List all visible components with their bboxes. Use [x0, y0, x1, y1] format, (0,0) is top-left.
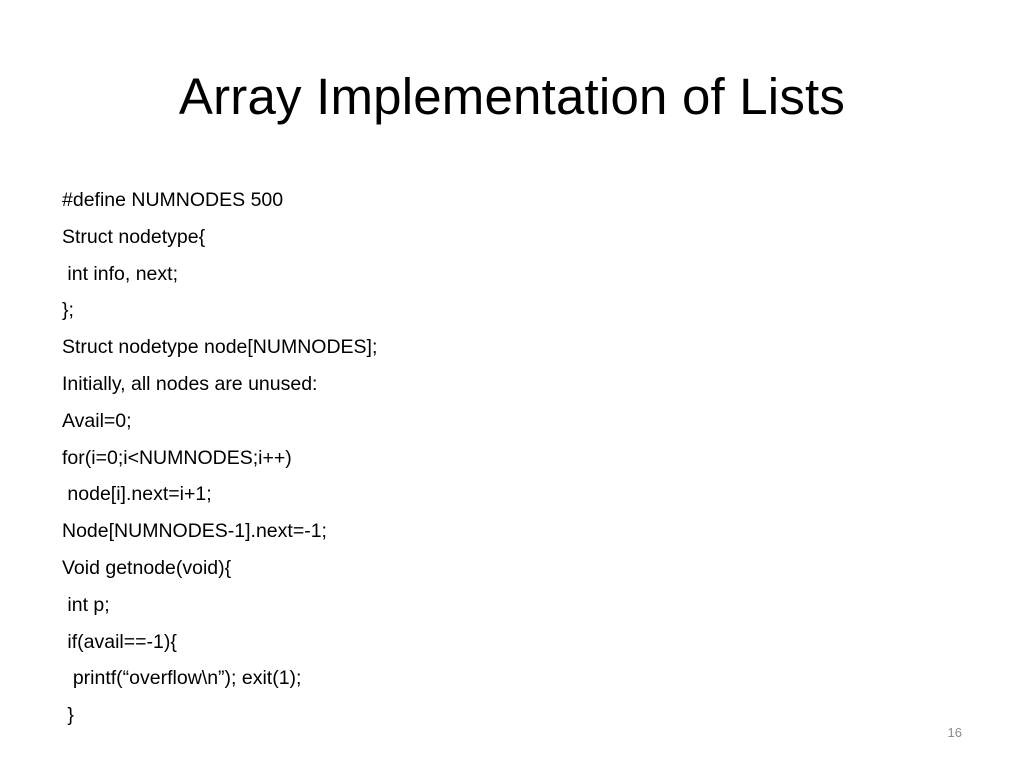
code-line: #define NUMNODES 500: [62, 189, 284, 211]
code-line: if(avail==-1){: [62, 630, 177, 653]
code-line: printf(“overflow\n”); exit(1);: [62, 667, 302, 690]
code-line: Void getnode(void){: [62, 556, 232, 579]
code-line: for(i=0;i<NUMNODES;i++): [62, 446, 292, 469]
code-line: int info, next;: [62, 262, 178, 285]
code-line: Struct nodetype{: [62, 225, 206, 248]
code-line: node[i].next=i+1;: [62, 483, 212, 506]
code-line: int p;: [62, 593, 110, 616]
code-line: Struct nodetype node[NUMNODES];: [62, 336, 378, 359]
page-number: 16: [947, 725, 962, 740]
code-line: Node[NUMNODES-1].next=-1;: [62, 520, 327, 543]
code-line: Initially, all nodes are unused:: [62, 372, 318, 395]
code-line: };: [62, 299, 74, 322]
code-line: Avail=0;: [62, 409, 132, 432]
slide-title: Array Implementation of Lists: [178, 68, 846, 125]
code-line: }: [62, 704, 74, 727]
code-listing: #define NUMNODES 500 Struct nodetype{ in…: [62, 182, 962, 734]
